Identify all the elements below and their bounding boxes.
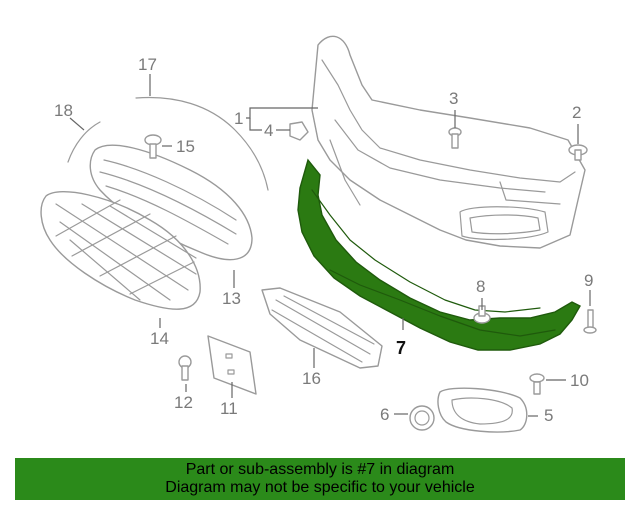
- callout-10: 10: [570, 371, 589, 390]
- fastener-part-10[interactable]: [529, 373, 545, 395]
- callout-14: 14: [150, 329, 169, 348]
- callout-9: 9: [584, 271, 593, 290]
- callout-8: 8: [476, 277, 485, 296]
- lower-spoiler-part-7[interactable]: [297, 158, 581, 351]
- plate-bracket-part-11[interactable]: [207, 335, 257, 395]
- fastener-part-12[interactable]: [178, 355, 192, 381]
- info-banner: Part or sub-assembly is #7 in diagram Di…: [15, 458, 625, 500]
- callout-2: 2: [572, 103, 581, 122]
- fastener-part-2[interactable]: [568, 144, 588, 161]
- fastener-part-9[interactable]: [583, 309, 597, 334]
- molding-strip-part-17[interactable]: [135, 96, 269, 191]
- callout-11: 11: [220, 399, 238, 418]
- clip-part-4[interactable]: [289, 121, 309, 141]
- banner-line-2: Diagram may not be specific to your vehi…: [165, 479, 475, 496]
- trim-strip-part-18[interactable]: [67, 121, 101, 163]
- callout-3: 3: [449, 89, 458, 108]
- callout-15: 15: [176, 137, 195, 156]
- callout-5: 5: [544, 406, 553, 425]
- parts-diagram: 1 2 3 4 5 6 7 8 9 10 11 12 13 14 15 16 1…: [40, 35, 597, 433]
- ring-part-6[interactable]: [409, 405, 435, 431]
- deflector-part-16[interactable]: [261, 287, 383, 369]
- upper-grille-part-13[interactable]: [89, 144, 253, 261]
- banner-line-1: Part or sub-assembly is #7 in diagram: [185, 461, 455, 478]
- callout-7: 7: [396, 338, 406, 358]
- fastener-part-8[interactable]: [473, 305, 491, 324]
- fastener-part-15[interactable]: [144, 134, 162, 159]
- callout-1: 1: [234, 109, 243, 128]
- lower-grille-part-14[interactable]: [40, 191, 201, 310]
- callout-12: 12: [174, 393, 193, 412]
- callout-18: 18: [54, 101, 73, 120]
- callout-17: 17: [138, 55, 157, 74]
- callout-6: 6: [380, 405, 389, 424]
- callout-13: 13: [222, 289, 241, 308]
- fog-lamp-bezel-part-5[interactable]: [437, 387, 528, 433]
- callout-16: 16: [302, 369, 321, 388]
- bumper-cover-part[interactable]: [311, 35, 586, 249]
- callout-4: 4: [264, 121, 273, 140]
